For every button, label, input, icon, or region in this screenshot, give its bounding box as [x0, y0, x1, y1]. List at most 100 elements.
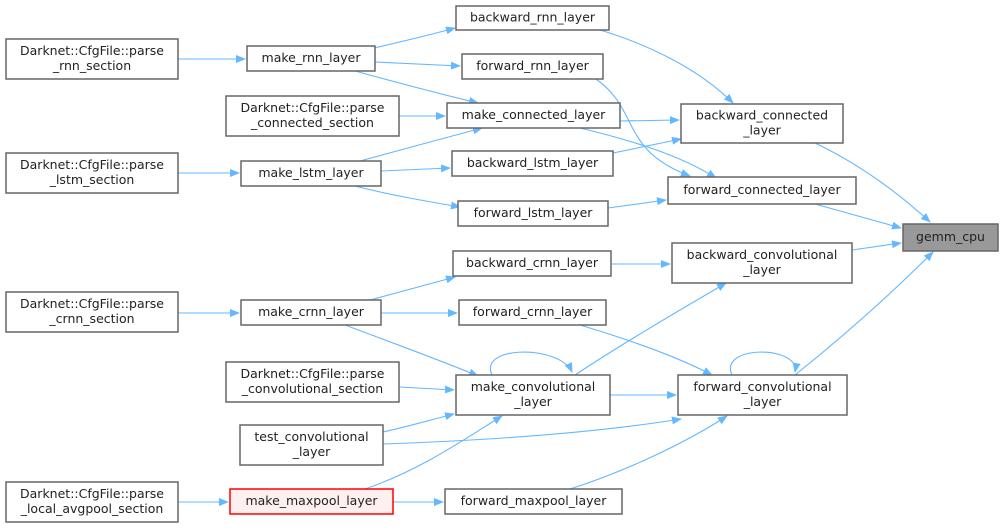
edge-forward-crnn-to-forward-convolutional [579, 324, 713, 376]
node-label: _crnn_section [48, 311, 134, 326]
edge-backward-lstm-to-backward-connected [612, 136, 682, 154]
node-label: make_convolutional [471, 379, 596, 394]
node-box [240, 160, 382, 187]
edge-forward-convolutional-self-loop [729, 351, 801, 376]
node-label: backward_connected [696, 108, 828, 123]
edge-backward-rnn-to-backward-connected [599, 29, 734, 104]
edge-make-maxpool-to-make-convolutional [364, 415, 503, 490]
node-make-connected-layer[interactable]: make_connected_layer [446, 102, 621, 129]
node-label: make_connected_layer [462, 107, 606, 122]
edge-parse-convolutional-to-make-convolutional [398, 385, 455, 394]
edge-backward-connected-to-gemm [814, 142, 931, 223]
node-label: _layer [292, 444, 331, 459]
node-label: Darknet::CfgFile::parse [20, 296, 164, 311]
node-box [680, 103, 844, 144]
node-label: _connected_section [250, 115, 374, 130]
node-label: forward_convolutional [693, 379, 831, 394]
edge-make-rnn-to-backward-rnn [373, 26, 456, 49]
edge-forward-rnn-to-forward-connected [595, 78, 691, 177]
node-make-maxpool-layer[interactable]: make_maxpool_layer [229, 488, 394, 515]
node-label: backward_crnn_layer [466, 255, 599, 270]
node-backward-convolutional-layer[interactable]: backward_convolutional_layer [671, 242, 853, 284]
node-label: make_rnn_layer [262, 50, 362, 65]
node-forward-convolutional-layer[interactable]: forward_convolutional_layer [677, 374, 848, 416]
edge-make-lstm-to-forward-lstm [354, 185, 461, 210]
node-backward-lstm-layer[interactable]: backward_lstm_layer [451, 150, 614, 177]
node-box [5, 291, 179, 333]
node-box [671, 242, 853, 284]
node-make-convolutional-layer[interactable]: make_convolutional_layer [455, 374, 611, 416]
edge-test-convolutional-to-make-convolutional [382, 412, 455, 433]
node-label: backward_convolutional [687, 247, 838, 262]
node-label: forward_connected_layer [683, 182, 841, 197]
edge-make-crnn-to-backward-crnn [369, 275, 456, 301]
node-forward-lstm-layer[interactable]: forward_lstm_layer [457, 200, 609, 227]
node-box [677, 374, 848, 416]
node-box [240, 299, 382, 326]
edge-make-convolutional-self-loop [489, 351, 573, 376]
node-label: Darknet::CfgFile::parse [241, 366, 385, 381]
node-gemm-cpu[interactable]: gemm_cpu [902, 223, 999, 252]
node-backward-rnn-layer[interactable]: backward_rnn_layer [455, 5, 610, 31]
node-label: Darknet::CfgFile::parse [241, 100, 385, 115]
node-make-lstm-layer[interactable]: make_lstm_layer [240, 160, 382, 187]
node-backward-crnn-layer[interactable]: backward_crnn_layer [452, 250, 612, 277]
node-box [451, 150, 614, 177]
node-box [667, 176, 857, 205]
node-parse-rnn-section[interactable]: Darknet::CfgFile::parse_rnn_section [5, 38, 179, 80]
node-forward-maxpool-layer[interactable]: forward_maxpool_layer [444, 488, 623, 515]
node-box [458, 299, 607, 326]
node-label: _layer [742, 262, 781, 277]
node-label: test_convolutional [254, 429, 368, 444]
node-label: _layer [513, 394, 552, 409]
node-label: forward_lstm_layer [474, 205, 594, 220]
node-label: _layer [743, 394, 782, 409]
edge-backward-convolutional-to-gemm [851, 240, 902, 251]
node-label: Darknet::CfgFile::parse [20, 486, 164, 501]
node-backward-connected-layer[interactable]: backward_connected_layer [680, 103, 844, 144]
node-label: backward_rnn_layer [470, 10, 596, 25]
node-test-convolutional-layer[interactable]: test_convolutional_layer [239, 424, 384, 466]
edge-make-convolutional-to-backward-convolutional [574, 282, 727, 376]
node-box [225, 361, 400, 403]
node-label: _layer [742, 123, 781, 138]
edge-make-rnn-to-make-connected [354, 70, 479, 105]
node-label: backward_lstm_layer [467, 155, 599, 170]
edge-make-rnn-to-forward-rnn [374, 61, 461, 70]
node-box [902, 223, 999, 252]
edges [178, 26, 934, 506]
edge-make-connected-to-backward-connected [619, 116, 680, 125]
node-label: forward_maxpool_layer [461, 493, 608, 508]
node-label: forward_rnn_layer [476, 58, 589, 73]
node-parse-connected-section[interactable]: Darknet::CfgFile::parse_connected_sectio… [225, 95, 400, 137]
edge-forward-connected-to-gemm [814, 203, 902, 230]
node-parse-local-avgpool-section[interactable]: Darknet::CfgFile::parse_local_avgpool_se… [5, 481, 179, 523]
node-box [446, 102, 621, 129]
node-make-crnn-layer[interactable]: make_crnn_layer [240, 299, 382, 326]
node-label: forward_crnn_layer [473, 304, 593, 319]
edge-forward-convolutional-to-gemm [794, 251, 934, 376]
node-make-rnn-layer[interactable]: make_rnn_layer [246, 45, 376, 72]
node-forward-connected-layer[interactable]: forward_connected_layer [667, 176, 857, 205]
node-box [239, 424, 384, 466]
node-box [461, 53, 604, 80]
edge-forward-maxpool-to-forward-convolutional [569, 415, 728, 490]
node-label: gemm_cpu [916, 229, 985, 244]
node-parse-lstm-section[interactable]: Darknet::CfgFile::parse_lstm_section [5, 152, 179, 194]
node-forward-crnn-layer[interactable]: forward_crnn_layer [458, 299, 607, 326]
node-label: make_crnn_layer [258, 304, 365, 319]
node-box [246, 45, 376, 72]
node-label: Darknet::CfgFile::parse [20, 157, 164, 172]
node-parse-convolutional-section[interactable]: Darknet::CfgFile::parse_convolutional_se… [225, 361, 400, 403]
node-label: make_lstm_layer [258, 165, 364, 180]
node-box [444, 488, 623, 515]
edge-make-lstm-to-make-connected [359, 126, 483, 162]
node-label: _convolutional_section [241, 381, 383, 396]
node-box [452, 250, 612, 277]
node-label: make_maxpool_layer [245, 493, 378, 508]
node-forward-rnn-layer[interactable]: forward_rnn_layer [461, 53, 604, 80]
node-box [455, 5, 610, 31]
node-parse-crnn-section[interactable]: Darknet::CfgFile::parse_crnn_section [5, 291, 179, 333]
node-box [5, 38, 179, 80]
